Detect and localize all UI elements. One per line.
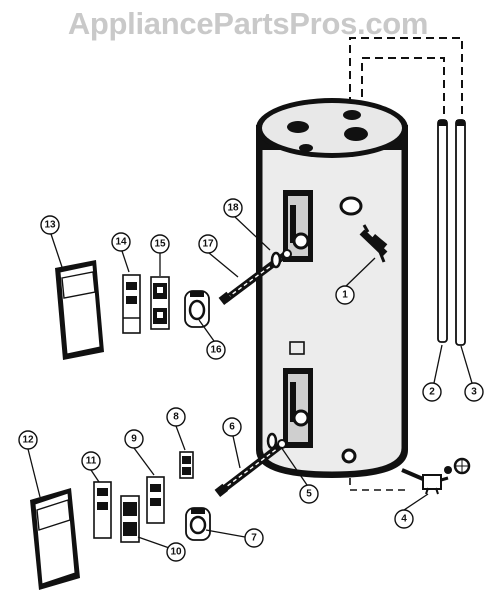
drain-valve — [401, 457, 471, 495]
callout-17: 17 — [198, 234, 218, 254]
svg-text:9: 9 — [131, 434, 137, 445]
callout-2: 2 — [422, 382, 442, 402]
callout-3: 3 — [464, 382, 484, 402]
callout-8: 8 — [166, 407, 186, 427]
upper-element-cover — [184, 290, 210, 328]
callout-1: 1 — [335, 285, 355, 305]
callout-6: 6 — [222, 417, 242, 437]
svg-text:4: 4 — [401, 514, 407, 525]
svg-text:10: 10 — [170, 547, 182, 558]
svg-text:11: 11 — [86, 456, 97, 467]
callout-15: 15 — [150, 234, 170, 254]
callout-9: 9 — [124, 429, 144, 449]
svg-text:3: 3 — [471, 387, 477, 398]
callout-14: 14 — [111, 232, 131, 252]
svg-text:2: 2 — [429, 387, 435, 398]
svg-text:14: 14 — [115, 237, 127, 248]
lower-high-limit-switch — [93, 481, 140, 543]
callout-18: 18 — [223, 198, 243, 218]
svg-text:7: 7 — [251, 533, 257, 544]
lower-access-door — [30, 488, 80, 590]
lower-thermostat — [146, 476, 165, 524]
svg-text:13: 13 — [44, 220, 56, 231]
callout-7: 7 — [244, 528, 264, 548]
svg-text:6: 6 — [229, 422, 235, 433]
svg-text:18: 18 — [227, 203, 239, 214]
callout-13: 13 — [40, 215, 60, 235]
svg-text:12: 12 — [22, 435, 34, 446]
svg-text:16: 16 — [210, 345, 222, 356]
lower-element-cover — [185, 507, 211, 541]
upper-high-limit-switch — [150, 276, 170, 330]
element-gasket — [266, 251, 282, 450]
upper-thermostat — [122, 274, 141, 334]
callout-16: 16 — [206, 340, 226, 360]
callout-10: 10 — [166, 542, 186, 562]
dashed-water-lines — [349, 37, 463, 491]
upper-access-door — [55, 260, 104, 360]
lower-thermostat-15 — [179, 451, 194, 479]
svg-text:8: 8 — [173, 412, 179, 423]
callout-12: 12 — [18, 430, 38, 450]
svg-text:15: 15 — [154, 239, 166, 250]
svg-text:1: 1 — [342, 290, 348, 301]
callout-4: 4 — [394, 509, 414, 529]
lower-heating-element — [214, 439, 287, 498]
dip-tubes — [437, 119, 466, 346]
svg-text:17: 17 — [202, 239, 214, 250]
relief-valve — [359, 224, 388, 263]
callout-5: 5 — [299, 484, 319, 504]
callout-11: 11 — [81, 451, 101, 471]
tank-body — [256, 98, 408, 478]
svg-text:5: 5 — [306, 489, 312, 500]
